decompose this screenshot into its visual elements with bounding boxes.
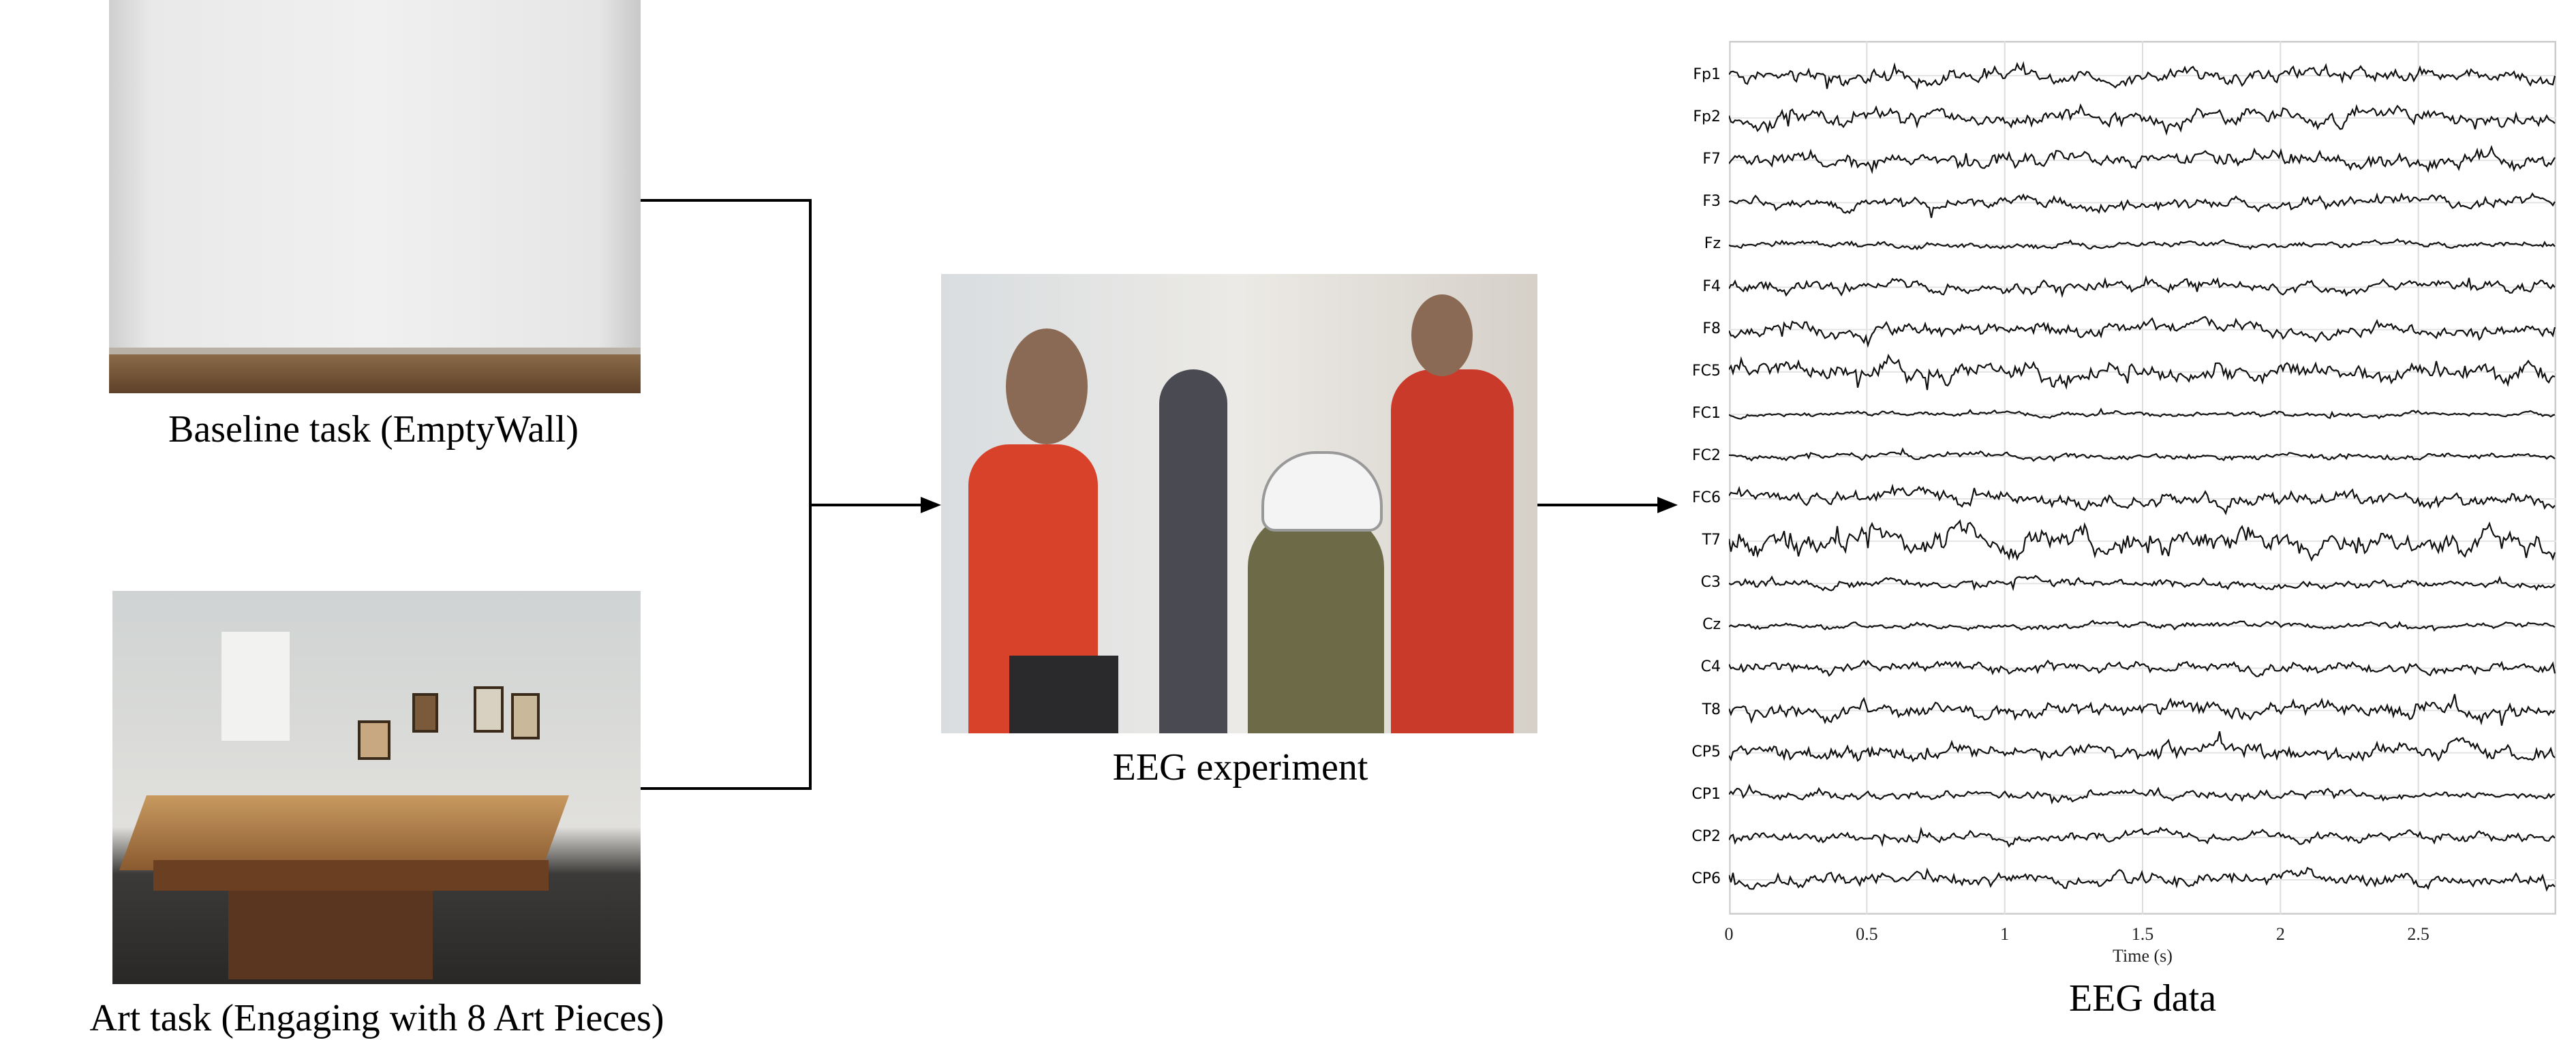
eeg-trace-c4 (1729, 659, 2556, 677)
eeg-trace-fc2 (1729, 447, 2556, 462)
x-tick-label: 1.5 (2131, 924, 2154, 944)
channel-label: T7 (1702, 532, 1721, 549)
baseline-empty-wall-image (109, 0, 641, 393)
connector-vertical (809, 199, 812, 790)
eeg-trace-fp1 (1729, 61, 2556, 91)
channel-label: C3 (1700, 574, 1721, 592)
connector-art (641, 787, 810, 790)
channel-label: Fz (1704, 235, 1721, 253)
eeg-trace-fc1 (1729, 407, 2556, 420)
baseline-caption: Baseline task (EmptyWall) (168, 408, 579, 450)
channel-label: C4 (1700, 658, 1721, 676)
channel-label: F3 (1702, 193, 1721, 211)
eeg-trace-fp2 (1729, 103, 2556, 136)
channel-label: FC5 (1691, 362, 1721, 380)
connector-baseline (641, 199, 810, 202)
channel-label: Cz (1702, 616, 1721, 634)
art-gallery-image (112, 591, 641, 984)
x-tick-label: 0.5 (1856, 924, 1878, 944)
eeg-trace-c3 (1729, 575, 2556, 592)
eeg-trace-f8 (1729, 316, 2556, 348)
x-tick-label: 2 (2275, 924, 2285, 944)
eeg-trace-f7 (1729, 144, 2556, 174)
channel-label: T8 (1702, 701, 1721, 718)
eeg-plot (1729, 41, 2556, 915)
channel-label: F4 (1702, 277, 1721, 295)
experiment-caption: EEG experiment (1112, 746, 1368, 789)
channel-label: CP2 (1691, 827, 1721, 845)
eeg-trace-cz (1729, 620, 2556, 632)
channel-label: CP1 (1691, 785, 1721, 803)
channel-label: FC2 (1691, 446, 1721, 464)
eeg-trace-t7 (1729, 519, 2556, 562)
arrowhead-icon (921, 497, 941, 513)
eeg-trace-f4 (1729, 275, 2556, 299)
channel-label: CP5 (1691, 743, 1721, 761)
eeg-trace-cp6 (1729, 866, 2556, 892)
x-tick-label: 1 (2000, 924, 2010, 944)
art-caption: Art task (Engaging with 8 Art Pieces) (89, 997, 664, 1039)
channel-label: Fp1 (1693, 66, 1721, 84)
eeg-trace-cp1 (1729, 784, 2556, 805)
eeg-trace-f3 (1729, 192, 2556, 218)
eeg-caption: EEG data (2068, 977, 2217, 1020)
channel-label: Fp2 (1693, 108, 1721, 126)
x-axis-label: Time (s) (2113, 946, 2173, 966)
channel-label: CP6 (1691, 870, 1721, 887)
arrowhead-icon (1657, 497, 1678, 513)
arrow-to-eeg (1537, 504, 1660, 506)
x-tick-label: 0 (1724, 924, 1734, 944)
x-tick-label: 2.5 (2407, 924, 2429, 944)
channel-label: F7 (1702, 151, 1721, 168)
eeg-trace-cp5 (1729, 731, 2556, 763)
eeg-trace-cp2 (1729, 826, 2556, 848)
eeg-trace-fc5 (1729, 353, 2556, 391)
channel-label: F8 (1702, 320, 1721, 337)
arrow-to-experiment (809, 504, 925, 506)
eeg-experiment-image (941, 274, 1537, 733)
eeg-trace-fz (1729, 238, 2556, 251)
eeg-trace-t8 (1729, 694, 2556, 726)
channel-label: FC1 (1691, 404, 1721, 422)
eeg-trace-fc6 (1729, 483, 2556, 516)
channel-label: FC6 (1691, 489, 1721, 507)
